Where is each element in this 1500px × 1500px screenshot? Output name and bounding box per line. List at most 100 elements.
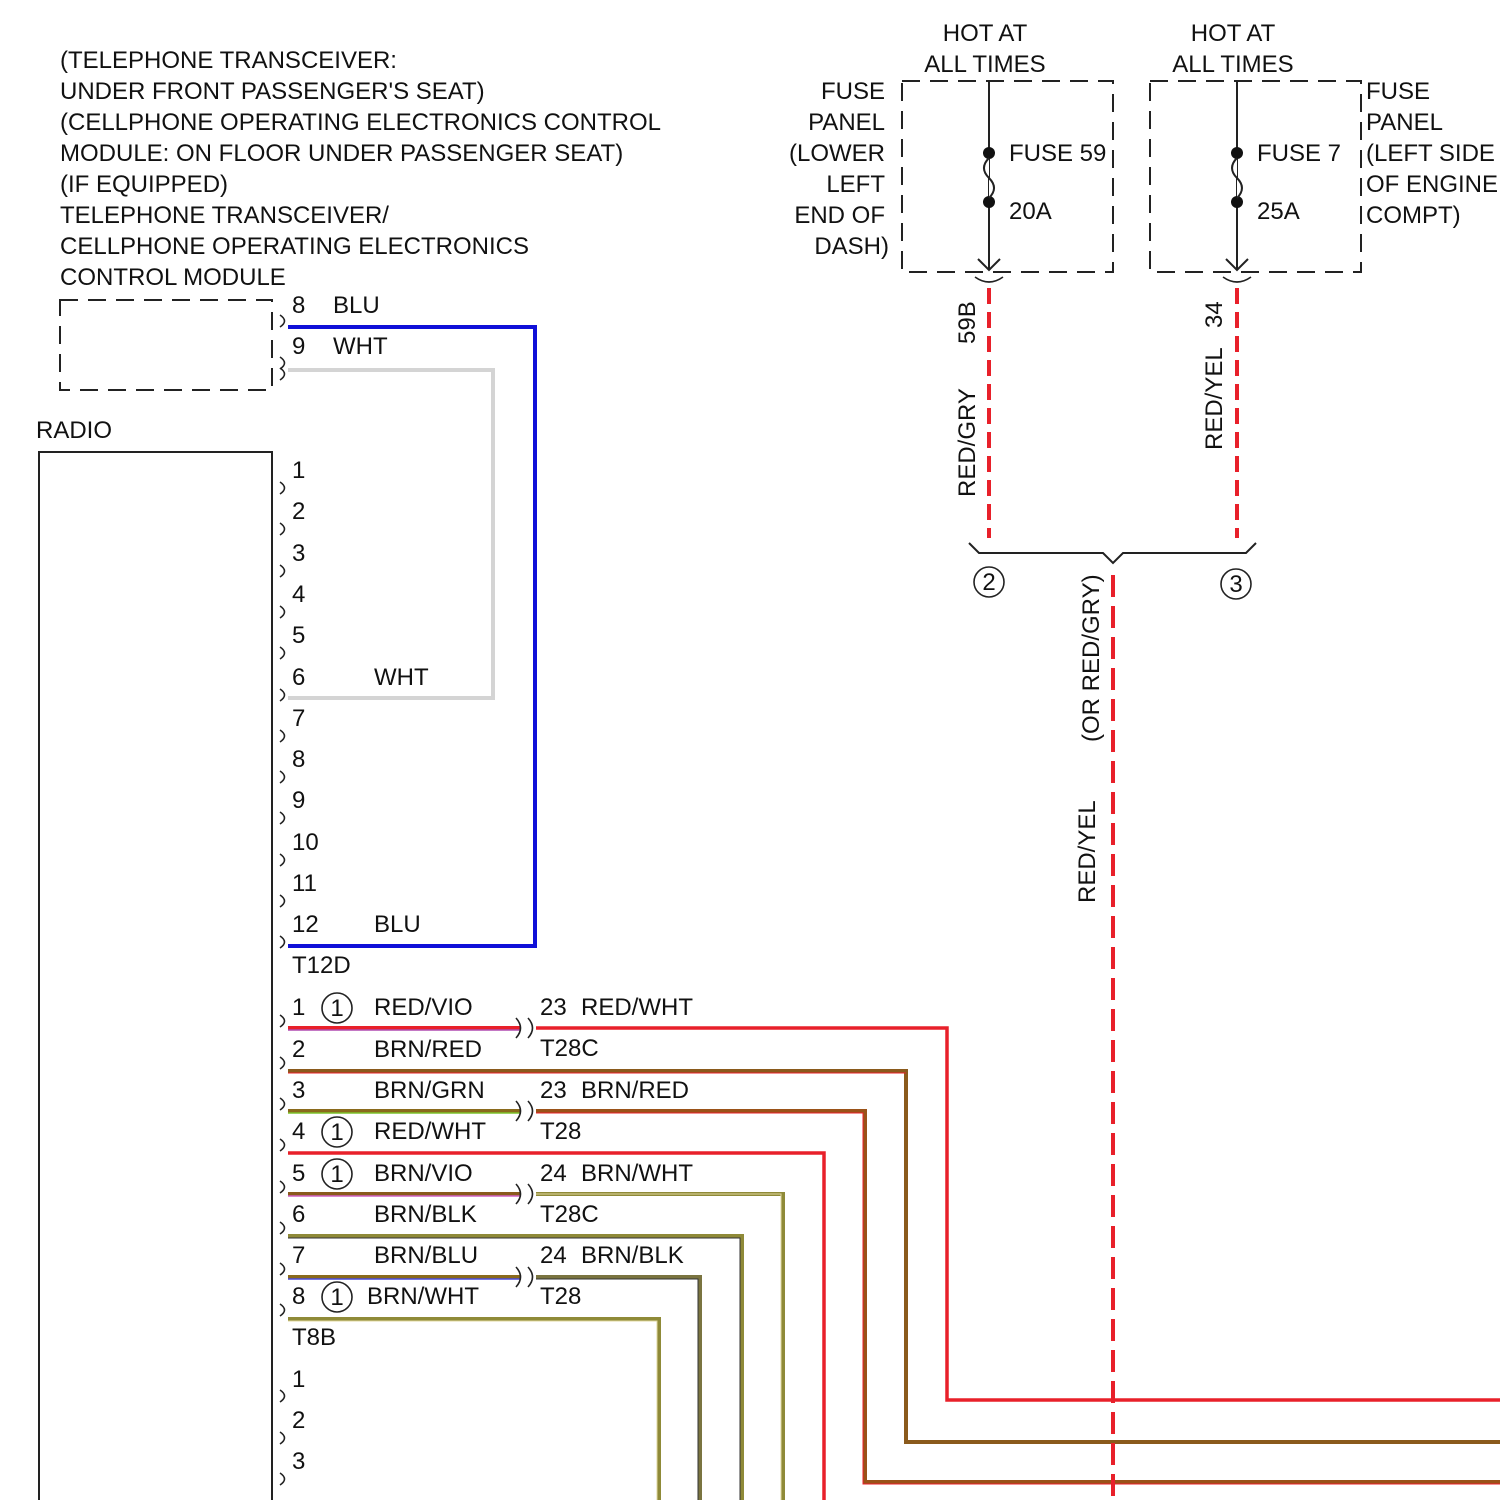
fuse7-label: FUSE 7 [1257,140,1341,167]
t12d-mark-11 [280,895,285,907]
t8b-mark-7 [280,1263,285,1275]
t8b-pin-4-color: RED/WHT [374,1118,486,1145]
transceiver-line-1: (TELEPHONE TRANSCEIVER: [60,47,397,74]
transceiver-pin-8: 8 [292,292,305,319]
t12d-pin-8: 8 [292,746,305,773]
t12d-pin-11: 11 [292,870,317,897]
fuse59-hot-line-1: HOT AT [943,20,1028,47]
t12d-mark-5 [280,647,285,659]
t8b-mark-2 [280,1057,285,1069]
wire-brn-wht-pin8 [288,1319,659,1500]
t12d-mark-12 [280,936,285,948]
t8b-pin-8-note: 1 [330,1284,343,1311]
connector-t28c-23-pin: 23 [540,994,567,1021]
t8b-connector-label: T8B [292,1324,336,1351]
t12d-mark-10 [280,854,285,866]
t12d-pin-6: 6 [292,664,305,691]
fuse7-pin-mark [1223,277,1251,282]
t8b-pin-8: 8 [292,1283,305,1310]
fuse-59-group: HOT AT ALL TIMES FUSE PANEL (LOWER LEFT … [789,20,1113,597]
t8b-pin-1-color: RED/VIO [374,994,473,1021]
t8b-pin-3-color: BRN/GRN [374,1077,485,1104]
transceiver-pins: 8 BLU 9 WHT [280,292,388,380]
transceiver-pin-9-color: WHT [333,333,388,360]
feed-alt-color: (OR RED/GRY) [1078,574,1105,742]
t12d-pin-12: 12 [292,911,319,938]
transceiver-pin-8-mark [280,315,285,327]
fuse7-dot-top [1231,147,1243,159]
connector-t28-24-color: BRN/BLK [581,1242,684,1269]
lower-pin-3: 3 [292,1448,305,1475]
fuse59-panel-line-6: DASH) [814,233,889,260]
fuse7-hot-line-2: ALL TIMES [1172,51,1293,78]
t8b-pin-8-color: BRN/WHT [367,1283,479,1310]
connector-t28c-24-name: T28C [540,1201,599,1228]
fuse7-rating: 25A [1257,198,1300,225]
t12d-mark-1 [280,482,285,494]
fuse59-panel-line-5: END OF [794,202,885,229]
t8b-pin-marks [280,1015,285,1316]
fuse59-panel-line-3: (LOWER [789,140,885,167]
fuse59-wire-color: RED/GRY [954,388,981,497]
t8b-pin-6-color: BRN/BLK [374,1201,477,1228]
t8b-pin-5: 5 [292,1160,305,1187]
fuse59-dot-top [983,147,995,159]
fuse7-pin: 34 [1201,301,1228,328]
transceiver-description: (TELEPHONE TRANSCEIVER: UNDER FRONT PASS… [60,47,661,291]
connector-t28-24-pin: 24 [540,1242,567,1269]
lower-mark-3 [280,1473,285,1485]
t12d-mark-2 [280,523,285,535]
transceiver-line-6: TELEPHONE TRANSCEIVER/ [60,202,389,229]
t8b-pin-2-color: BRN/RED [374,1036,482,1063]
wires [288,288,1500,1500]
t12d-mark-6 [280,689,285,701]
t12d-mark-7 [280,730,285,742]
fuse59-panel-line-4: LEFT [826,171,885,198]
t12d-mark-8 [280,771,285,783]
fuse59-element [984,158,994,198]
t12d-pin-12-color: BLU [374,911,421,938]
lower-pin-1: 1 [292,1366,305,1393]
t8b-pin-5-note: 1 [330,1161,343,1188]
fuse7-panel-line-1: FUSE [1366,78,1430,105]
transceiver-pin-extra-mark [280,368,285,380]
connector-t28c-23-name: T28C [540,1035,599,1062]
lower-mark-2 [280,1432,285,1444]
fuse7-panel-line-3: (LEFT SIDE [1366,140,1495,167]
transceiver-module-box [60,300,272,390]
fuse59-panel-line-2: PANEL [808,109,885,136]
t8b-connector: 1 1 RED/VIO 2 BRN/RED 3 BRN/GRN 4 1 RED/… [280,993,486,1351]
radio-lower-connector: 1 2 3 [280,1366,305,1485]
t8b-pin-4: 4 [292,1118,305,1145]
t8b-pin-2: 2 [292,1036,305,1063]
t12d-pin-2: 2 [292,498,305,525]
transceiver-line-4: MODULE: ON FLOOR UNDER PASSENGER SEAT) [60,140,623,167]
fuse7-element [1232,158,1242,198]
t8b-pin-5-color: BRN/VIO [374,1160,473,1187]
t8b-pin-7-color: BRN/BLU [374,1242,478,1269]
t8b-pin-6: 6 [292,1201,305,1228]
t12d-pin-1: 1 [292,457,305,484]
connector-t28-23-pin: 23 [540,1077,567,1104]
fuse-7-group: HOT AT ALL TIMES FUSE PANEL (LEFT SIDE O… [1150,20,1498,599]
fuse7-hot-line-1: HOT AT [1191,20,1276,47]
lower-mark-1 [280,1390,285,1402]
wire-brn-blk-24 [536,1277,700,1500]
t12d-mark-4 [280,606,285,618]
fuse59-note: 2 [982,569,995,596]
fuse59-hot-line-2: ALL TIMES [924,51,1045,78]
t12d-mark-9 [280,812,285,824]
t8b-pin-1: 1 [292,994,305,1021]
transceiver-pin-8-color: BLU [333,292,380,319]
t12d-pin-3: 3 [292,540,305,567]
connector-t28-23-name: T28 [540,1118,581,1145]
t12d-pin-4: 4 [292,581,305,608]
t12d-connector: 1 2 3 4 5 6 7 8 9 10 11 12 WHT BLU T12D [280,457,429,979]
t8b-mark-6 [280,1222,285,1234]
t12d-pin-marks [280,482,285,948]
fuse7-panel-line-4: OF ENGINE [1366,171,1498,198]
fuse59-pin: 59B [954,301,981,344]
transceiver-line-8: CONTROL MODULE [60,264,286,291]
radio-box [39,452,272,1500]
t8b-pin-1-note: 1 [330,995,343,1022]
